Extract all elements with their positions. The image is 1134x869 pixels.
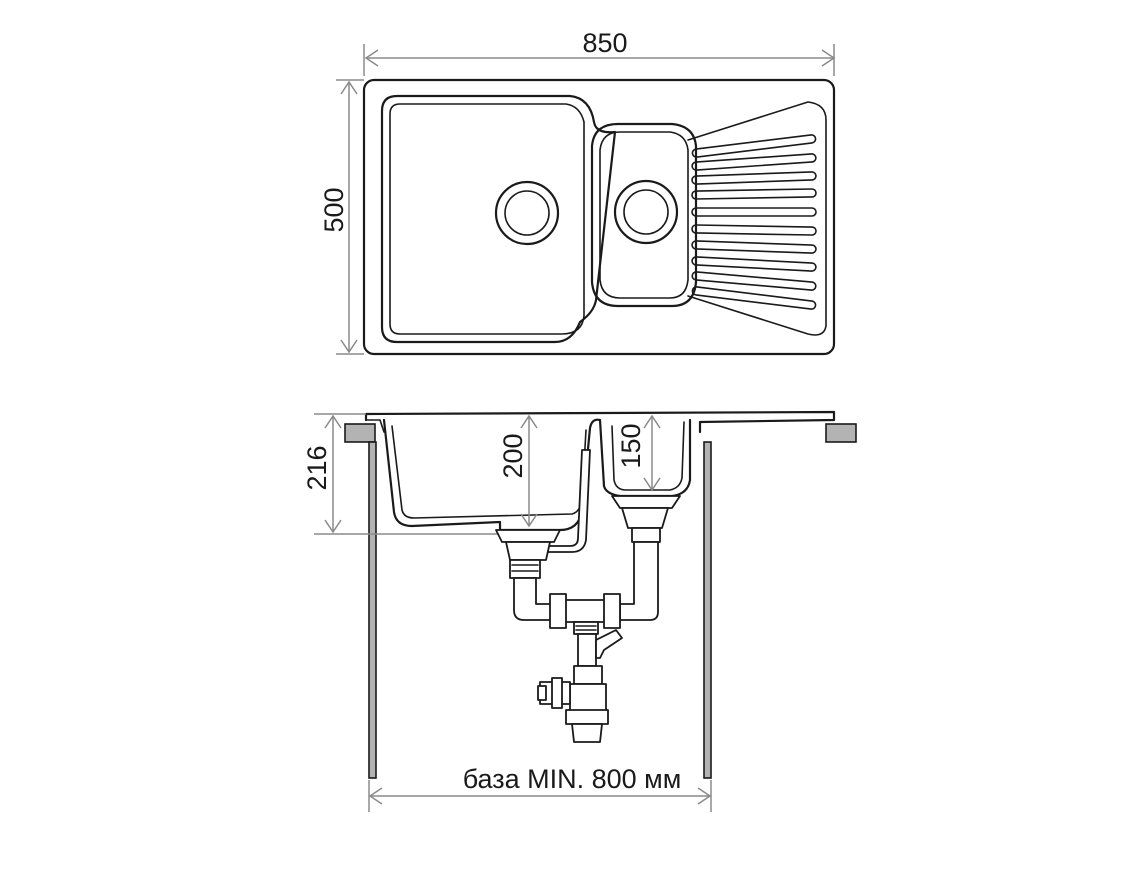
right-cabinet-wall <box>703 441 712 779</box>
cabinet-base-dimension: база MIN. 800 мм <box>368 764 712 812</box>
drainboard <box>687 101 827 336</box>
drainboard-grooves <box>691 134 817 310</box>
depth-label: 500 <box>319 187 349 232</box>
depth-dimension: 500 <box>319 79 364 355</box>
left-support-block <box>344 423 376 443</box>
main-bowl <box>380 94 617 344</box>
small-bowl-depth-dimension: 150 <box>616 414 661 492</box>
right-support-block <box>825 423 857 443</box>
cabinet-base-label: база MIN. 800 мм <box>463 764 682 794</box>
sink-profile <box>364 410 836 532</box>
main-bowl-depth-dimension: 200 <box>498 414 538 528</box>
width-label: 850 <box>582 28 627 58</box>
total-depth-label: 216 <box>302 445 332 490</box>
main-drain <box>494 180 560 246</box>
main-bowl-depth-label: 200 <box>498 433 528 478</box>
small-bowl <box>590 122 698 308</box>
top-view: 850 500 <box>319 28 836 356</box>
side-view: 216 200 150 <box>302 410 857 812</box>
width-dimension: 850 <box>363 28 836 76</box>
total-depth-dimension: 216 <box>302 413 502 535</box>
sink-outline <box>362 78 836 356</box>
siphon-assembly <box>495 449 681 743</box>
small-bowl-depth-label: 150 <box>616 423 646 468</box>
small-drain <box>613 179 679 245</box>
left-cabinet-wall <box>368 441 377 779</box>
